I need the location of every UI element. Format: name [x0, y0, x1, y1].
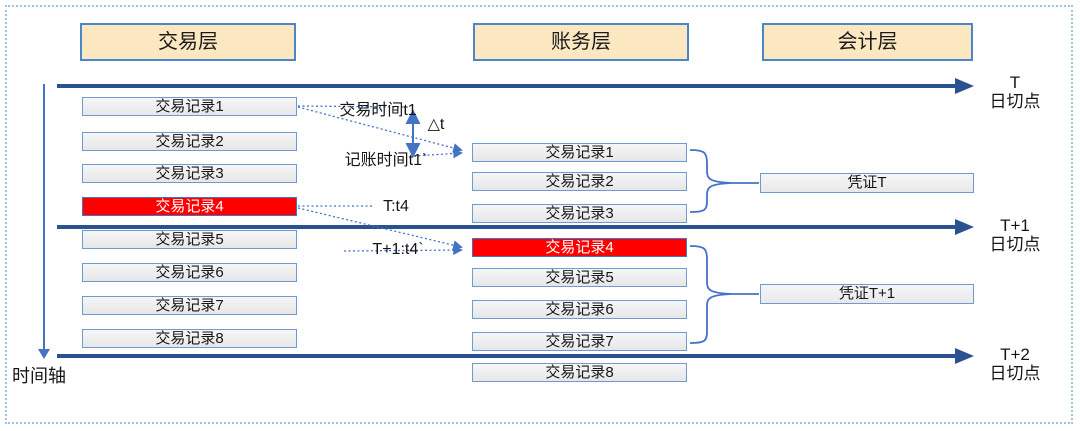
header-bookkeeping-layer: 会计层 [762, 23, 973, 61]
cutoff-t-line2: 日切点 [989, 92, 1041, 111]
ledger-record-2: 交易记录2 [472, 172, 687, 191]
transaction-record-1: 交易记录1 [82, 97, 297, 116]
ledger-record-7: 交易记录7 [472, 332, 687, 351]
label-t-t4: T:t4 [383, 198, 409, 215]
brace-voucher-t1 [689, 245, 732, 344]
ledger-record-1: 交易记录1 [472, 143, 687, 162]
ledger-record-6: 交易记录6 [472, 300, 687, 319]
transaction-record-6: 交易记录6 [82, 263, 297, 282]
transaction-record-3: 交易记录3 [82, 164, 297, 183]
cutoff-label-t1: T+1 日切点 [975, 216, 1055, 254]
voucher-t: 凭证T [760, 173, 974, 193]
ledger-record-8: 交易记录8 [472, 363, 687, 382]
timeline-t2-arrowhead [955, 348, 974, 364]
transaction-record-5: 交易记录5 [82, 230, 297, 249]
brace-voucher-t [689, 149, 732, 213]
ledger-record-3: 交易记录3 [472, 204, 687, 223]
ledger-record-5: 交易记录5 [472, 268, 687, 287]
timeline-t1-arrowhead [955, 219, 974, 235]
header-ledger-layer: 账务层 [473, 23, 689, 61]
label-t1-t4: T+1:t4` [372, 241, 424, 258]
transaction-record-4-highlighted: 交易记录4 [82, 197, 297, 216]
cutoff-t-line1: T [1009, 73, 1021, 92]
label-trade-time: 交易时间t1 [339, 102, 417, 119]
cutoff-t2-line1: T+2 [1000, 345, 1030, 364]
ledger-record-4-highlighted: 交易记录4 [472, 238, 687, 257]
time-axis-arrowhead [38, 349, 50, 359]
cutoff-label-t2: T+2 日切点 [975, 345, 1055, 383]
voucher-t-plus-1: 凭证T+1 [760, 284, 974, 304]
timeline-t-arrowhead [955, 78, 974, 94]
time-axis-label: 时间轴 [12, 366, 66, 386]
label-delta-t: △t [427, 116, 445, 133]
cutoff-t1-line2: 日切点 [989, 235, 1041, 254]
cutoff-t1-line1: T+1 [1000, 216, 1030, 235]
cutoff-label-t: T 日切点 [975, 73, 1055, 111]
transaction-record-7: 交易记录7 [82, 296, 297, 315]
label-booking-time: 记账时间t1` [344, 152, 428, 169]
transaction-record-8: 交易记录8 [82, 329, 297, 348]
transaction-record-2: 交易记录2 [82, 132, 297, 151]
header-transaction-layer: 交易层 [80, 23, 296, 61]
cutoff-t2-line2: 日切点 [989, 364, 1041, 383]
